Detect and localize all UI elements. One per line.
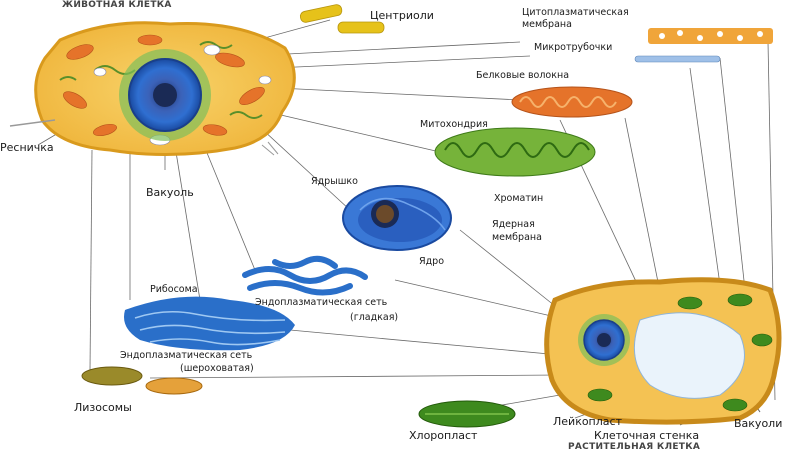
label-chloroplast: Хлоропласт [409, 430, 477, 443]
animal-cell [10, 23, 294, 155]
mitochondrion-shape [435, 128, 595, 176]
label-cytoplasmic-membrane-1: Цитоплазматическая [522, 8, 629, 19]
label-ribosome: Рибосома [150, 285, 198, 296]
label-nucleus: Ядро [419, 257, 444, 268]
nucleus-shape [343, 186, 451, 250]
plant-cell [547, 280, 779, 422]
label-lysosomes: Лизосомы [74, 402, 132, 415]
label-smooth-er-1: Эндоплазматическая сеть [255, 298, 387, 309]
chloroplast-shape [419, 401, 515, 427]
label-chromatin: Хроматин [494, 194, 543, 205]
plant-cell-title: РАСТИТЕЛЬНАЯ КЛЕТКА [568, 442, 700, 450]
label-rough-er-1: Эндоплазматическая сеть [120, 351, 252, 362]
label-cytoplasmic-membrane-2: мембрана [522, 20, 572, 31]
label-cilium: Ресничка [0, 142, 54, 155]
label-microtubules: Микротрубочки [534, 43, 612, 54]
label-nucleolus: Ядрышко [311, 177, 358, 188]
animal-cell-title: ЖИВОТНАЯ КЛЕТКА [62, 0, 172, 10]
label-smooth-er-2: (гладкая) [350, 313, 398, 324]
label-rough-er-2: (шероховатая) [180, 364, 254, 375]
microtubule-shape [635, 56, 720, 62]
label-mitochondrion: Митохондрия [420, 120, 488, 131]
smooth-er-shape [245, 259, 365, 293]
label-nuclear-membrane-1: Ядерная [492, 220, 535, 231]
label-nuclear-membrane-2: мембрана [492, 233, 542, 244]
label-cell-wall: Клеточная стенка [594, 430, 699, 443]
label-centrioles: Центриоли [370, 10, 434, 23]
membrane-shape [648, 28, 773, 44]
label-leucoplast: Лейкопласт [553, 416, 622, 429]
label-vacuoles: Вакуоли [734, 418, 782, 431]
protein-fibers-shape [512, 87, 632, 117]
label-vacuole: Вакуоль [146, 187, 194, 200]
label-protein-fibers: Белковые волокна [476, 71, 569, 82]
